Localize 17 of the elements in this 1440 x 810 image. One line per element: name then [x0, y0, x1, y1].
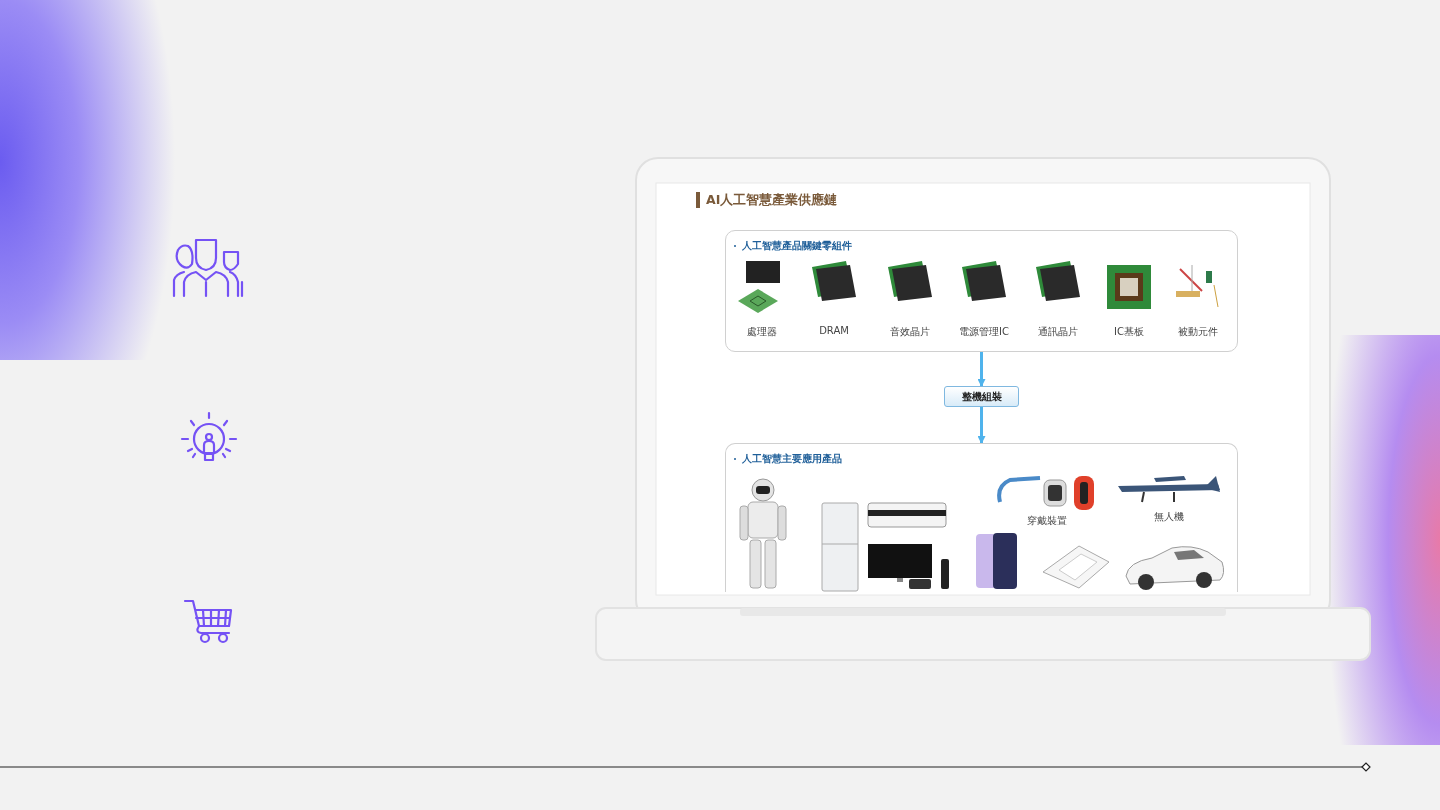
- component-label: IC基板: [1114, 325, 1144, 339]
- section-heading: 人工智慧主要應用產品: [734, 452, 842, 466]
- component-label: DRAM: [819, 325, 849, 336]
- component-label: 處理器: [747, 325, 777, 339]
- component-label: 通訊晶片: [1038, 325, 1078, 339]
- panel-box: [725, 230, 1238, 352]
- section-heading: 人工智慧產品關鍵零組件: [734, 239, 852, 253]
- component-label: 被動元件: [1178, 325, 1218, 339]
- panel-box: [725, 443, 1238, 592]
- product-label: 穿戴裝置: [1027, 514, 1067, 528]
- arrow: [977, 407, 986, 444]
- process-box: 整機組裝: [944, 386, 1019, 407]
- arrow: [977, 352, 986, 387]
- product-label: 無人機: [1154, 510, 1184, 524]
- component-label: 音效晶片: [890, 325, 930, 339]
- title: AI人工智慧產業供應鏈: [696, 192, 838, 208]
- component-label: 電源管理IC: [959, 325, 1009, 339]
